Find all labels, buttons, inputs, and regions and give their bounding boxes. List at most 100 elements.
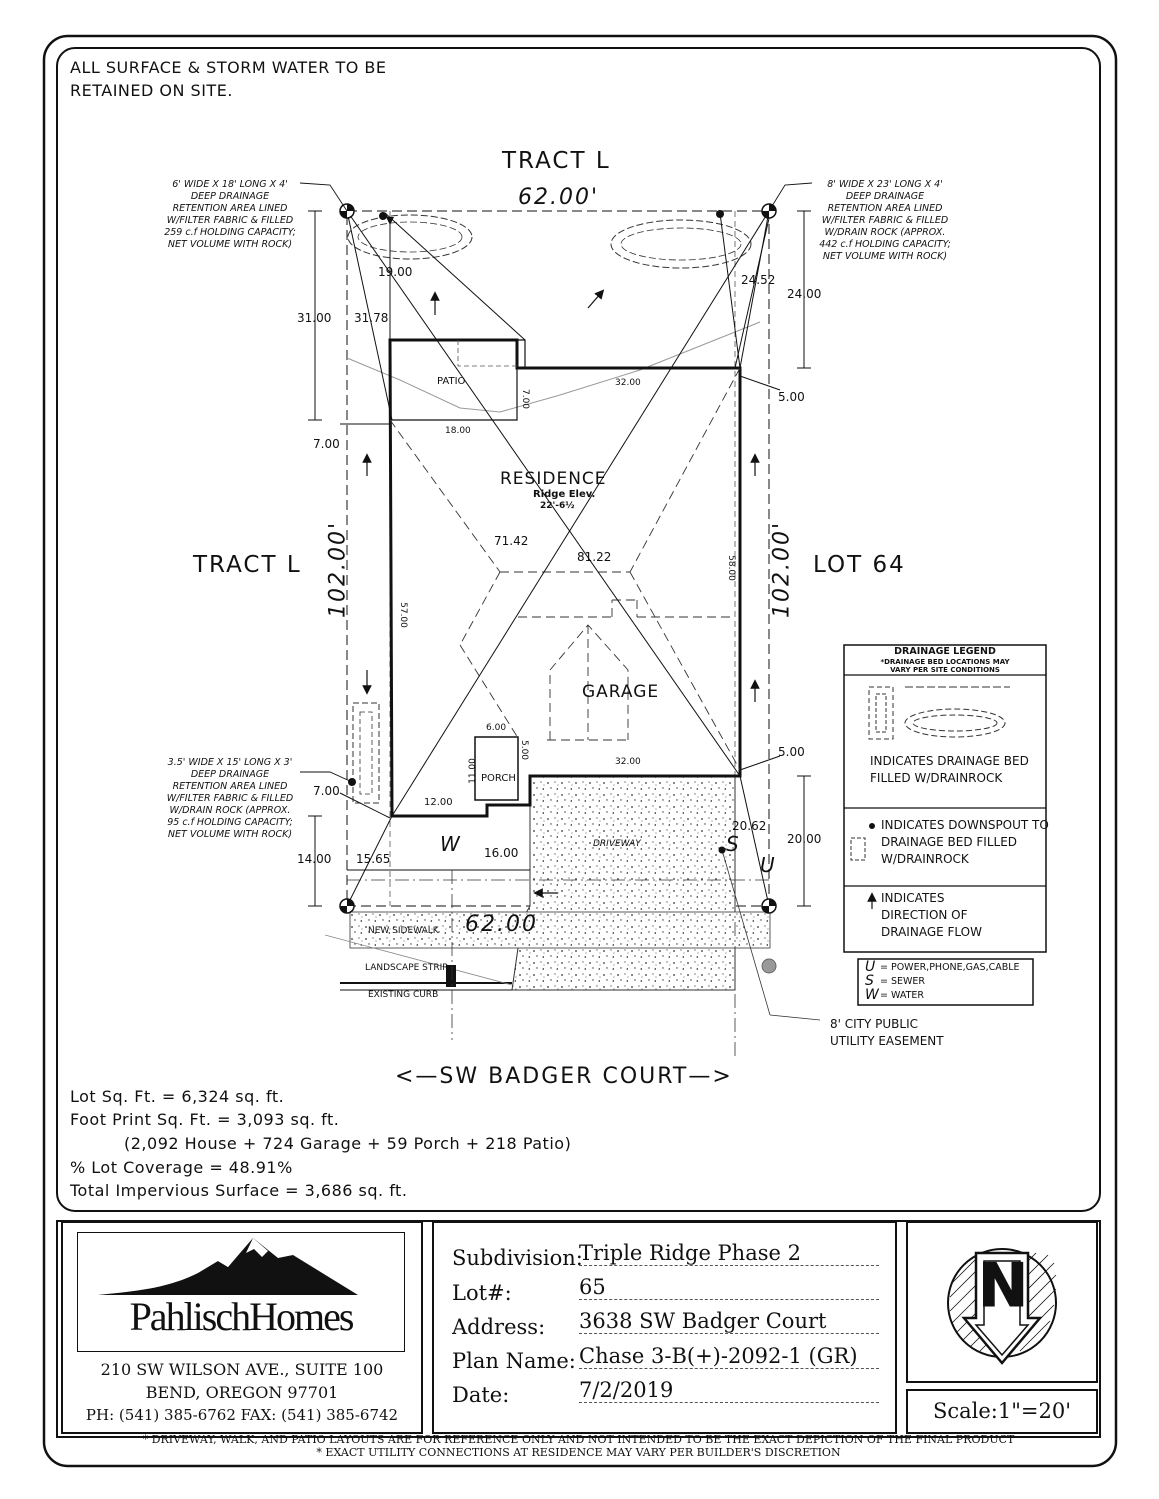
- subdivision-label: Subdivision:: [452, 1246, 583, 1270]
- drainage-legend-box: [843, 644, 1047, 953]
- util-s-text: = SEWER: [880, 976, 926, 987]
- ridge-elev-label: Ridge Elev.: [533, 489, 596, 500]
- patio-label: PATIO: [437, 376, 466, 387]
- dim-57: 57.00: [397, 602, 408, 628]
- util-w-letter: W: [865, 987, 879, 1003]
- callout-retention-bottom-left: 3.5' WIDE X 15' LONG X 3' DEEP DRAINAGE …: [166, 757, 294, 840]
- scale-block: Scale:1"=20': [906, 1389, 1098, 1434]
- dim-71-42: 71.42: [494, 534, 529, 548]
- plan-name-label: Plan Name:: [452, 1349, 576, 1373]
- north-arrow-icon: [947, 1248, 1057, 1365]
- project-info-block: Subdivision: Triple Ridge Phase 2 Lot#: …: [432, 1221, 897, 1434]
- retention-area-top-right: [610, 219, 752, 269]
- company-logo-text: PahlischHomes: [129, 1294, 355, 1339]
- date-value: 7/2/2019: [579, 1378, 879, 1403]
- dim-7-b: 7.00: [313, 437, 340, 451]
- callout-retention-top-right: 8' WIDE X 23' LONG X 4' DEEP DRAINAGE RE…: [819, 179, 951, 262]
- stat-lot-area: Lot Sq. Ft. = 6,324 sq. ft.: [70, 1087, 285, 1106]
- plan-name-value: Chase 3-B(+)-2092-1 (GR): [579, 1344, 879, 1369]
- dim-12: 12.00: [424, 797, 453, 808]
- lot-depth-right: 102.00': [769, 520, 795, 619]
- util-u-letter: U: [865, 959, 876, 975]
- utility-easement-label: 8' CITY PUBLIC UTILITY EASEMENT: [830, 1017, 944, 1048]
- surface-water-note: ALL SURFACE & STORM WATER TO BE RETAINED…: [70, 58, 387, 100]
- lot-width-bottom: 62.00: [465, 912, 538, 937]
- dim-58: 58.00: [725, 555, 736, 581]
- logo-frame: PahlischHomes: [77, 1232, 405, 1352]
- sewer-line-marker: S: [726, 832, 739, 856]
- dim-19: 19.00: [378, 265, 413, 279]
- porch-label: PORCH: [481, 773, 516, 784]
- new-sidewalk-label: NEW SIDEWALK: [368, 926, 439, 936]
- dim-6: 6.00: [486, 723, 507, 733]
- lot-label: Lot#:: [452, 1281, 512, 1305]
- stat-breakdown: (2,092 House + 724 Garage + 59 Porch + 2…: [124, 1134, 572, 1153]
- drainage-arrows: [362, 289, 760, 898]
- stat-impervious: Total Impervious Surface = 3,686 sq. ft.: [70, 1181, 408, 1200]
- dim-15-65: 15.65: [356, 852, 391, 866]
- outer-frame: [42, 34, 1118, 1468]
- disclaimer-line-1: * DRIVEWAY, WALK, AND PATIO LAYOUTS ARE …: [142, 1433, 1015, 1446]
- landscape-strip-label: LANDSCAPE STRIP: [365, 963, 448, 973]
- address-label: Address:: [452, 1315, 546, 1339]
- subdivision-value: Triple Ridge Phase 2: [579, 1241, 879, 1266]
- stat-footprint: Foot Print Sq. Ft. = 3,093 sq. ft.: [70, 1110, 340, 1129]
- tract-label-left: TRACT L: [193, 552, 302, 578]
- legend-subtitle: *DRAINAGE BED LOCATIONS MAY VARY PER SIT…: [880, 658, 1010, 674]
- dim-18: 18.00: [445, 426, 471, 436]
- dim-16: 16.00: [484, 846, 519, 860]
- address-value: 3638 SW Badger Court: [579, 1309, 879, 1334]
- lot-width-top: 62.00': [518, 185, 600, 210]
- retention-area-top-left: [347, 214, 473, 260]
- existing-curb-label: EXISTING CURB: [368, 990, 439, 1000]
- util-u-text: = POWER,PHONE,GAS,CABLE: [880, 962, 1020, 973]
- house-footprint: [388, 338, 742, 818]
- legend-flow: INDICATES DIRECTION OF DRAINAGE FLOW: [881, 891, 982, 939]
- tract-label-top: TRACT L: [502, 148, 611, 174]
- porch-outline: [474, 736, 519, 801]
- north-letter: N: [977, 1251, 1029, 1322]
- disclaimer-line-2: * EXACT UTILITY CONNECTIONS AT RESIDENCE…: [316, 1446, 841, 1459]
- date-label: Date:: [452, 1383, 510, 1407]
- dim-31: 31.00: [297, 311, 332, 325]
- dim-5-b: 5.00: [519, 739, 530, 761]
- water-line-marker: W: [440, 832, 460, 856]
- scale-text: Scale:1"=20': [933, 1399, 1071, 1423]
- legend-title: DRAINAGE LEGEND: [894, 646, 996, 657]
- north-arrow-block: N: [906, 1221, 1098, 1383]
- mountain-logo-icon: [98, 1238, 358, 1295]
- legend-downspout: INDICATES DOWNSPOUT TO DRAINAGE BED FILL…: [881, 818, 1049, 866]
- utility-legend-box: [857, 958, 1034, 1006]
- legend-drainage-bed: INDICATES DRAINAGE BED FILLED W/DRAINROC…: [870, 754, 1029, 785]
- dim-11: 11.00: [467, 758, 478, 784]
- util-s-letter: S: [865, 973, 874, 989]
- company-address-2: BEND, OREGON 97701: [145, 1383, 339, 1402]
- company-address-1: 210 SW WILSON AVE., SUITE 100: [100, 1360, 384, 1379]
- dim-31-78: 31.78: [354, 311, 389, 325]
- lot-value: 65: [579, 1275, 879, 1300]
- dim-32-a: 32.00: [615, 378, 641, 388]
- dim-5-c: 5.00: [778, 745, 805, 759]
- callout-retention-top-left: 6' WIDE X 18' LONG X 4' DEEP DRAINAGE RE…: [164, 179, 296, 250]
- utility-line-marker: U: [760, 853, 775, 877]
- dim-81-22: 81.22: [577, 550, 612, 564]
- inner-frame: [56, 47, 1101, 1212]
- lot-depth-left: 102.00': [325, 520, 351, 619]
- dim-14: 14.00: [297, 852, 332, 866]
- dim-20: 20.00: [787, 832, 822, 846]
- driveway-label: DRIVEWAY: [593, 839, 641, 849]
- stat-coverage: % Lot Coverage = 48.91%: [70, 1158, 293, 1177]
- company-phone: PH: (541) 385-6762 FAX: (541) 385-6742: [85, 1406, 399, 1424]
- ridge-elev-value: 22'-6½: [540, 501, 575, 511]
- util-w-text: = WATER: [880, 990, 925, 1001]
- new-sidewalk: [349, 911, 771, 949]
- company-block: PahlischHomes 210 SW WILSON AVE., SUITE …: [61, 1221, 423, 1434]
- garage-label: GARAGE: [582, 682, 660, 702]
- dim-7-c: 7.00: [313, 784, 340, 798]
- driveway-area: [511, 775, 736, 991]
- street-name: <—SW BADGER COURT—>: [395, 1064, 733, 1089]
- dim-7-a: 7.00: [520, 388, 531, 410]
- retention-area-bottom-left: [352, 702, 380, 804]
- residence-label: RESIDENCE: [500, 469, 607, 489]
